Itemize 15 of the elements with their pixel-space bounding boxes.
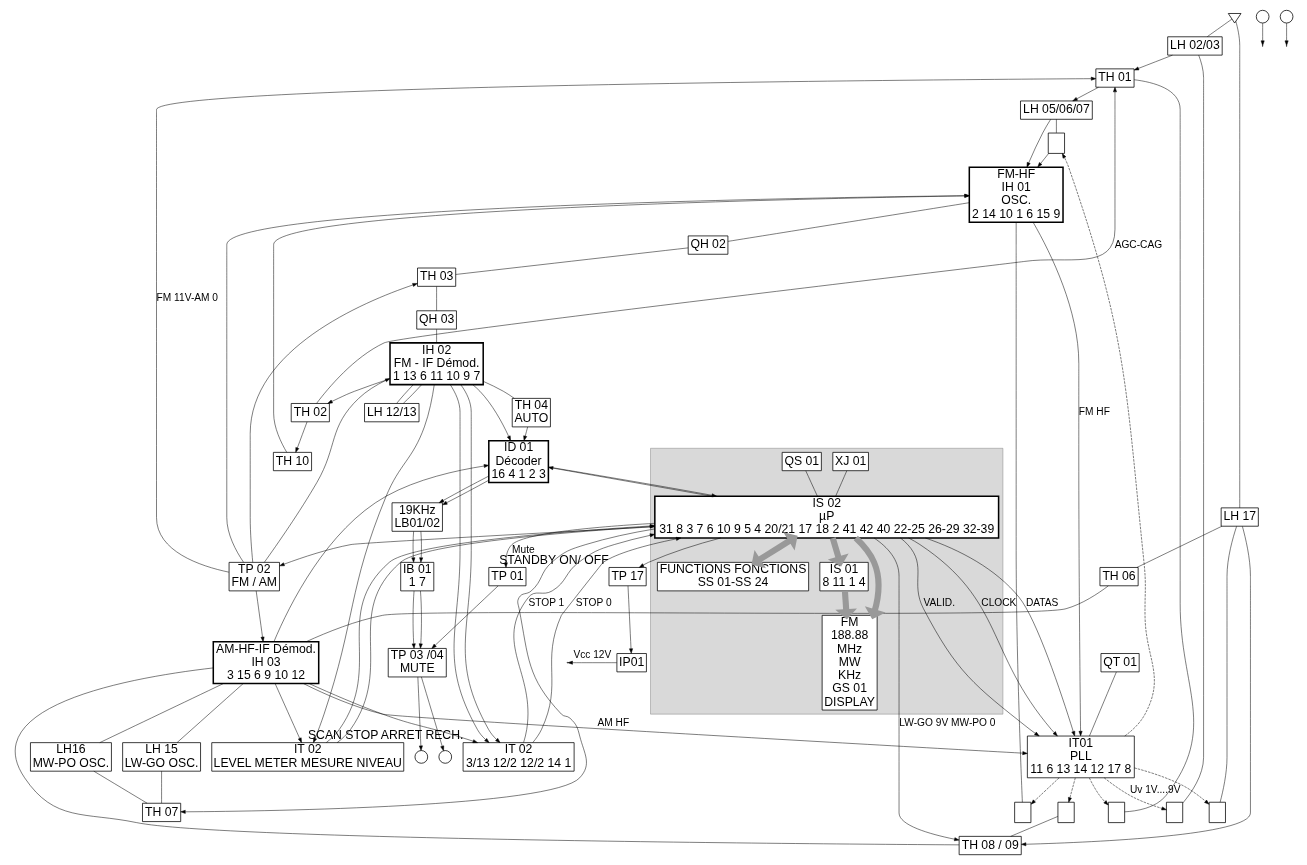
edge-label: Mute xyxy=(511,543,535,555)
edge-label: LW-GO 9V MW-PO 0 xyxy=(898,717,995,729)
node-label: SCAN STOP ARRET RECH. xyxy=(307,728,463,743)
edge-label: DATAS xyxy=(1025,596,1058,608)
edge-label: AGC-CAG xyxy=(1114,238,1162,250)
edge-label: VALID. xyxy=(923,596,955,608)
node-label: STANDBY ON/ OFF xyxy=(498,553,609,567)
edge-label: Vcc 12V xyxy=(572,649,611,661)
edge-label: Uv 1V....9V xyxy=(1129,783,1180,795)
edge-label: AM HF xyxy=(597,717,629,729)
edge-label: STOP 1 xyxy=(527,596,564,608)
edge-label: FM HF xyxy=(1078,406,1110,418)
edge-label: FM 11V-AM 0 xyxy=(156,292,218,304)
edge-label: CLOCK xyxy=(980,596,1016,608)
edge-label: STOP 0 xyxy=(575,596,612,608)
